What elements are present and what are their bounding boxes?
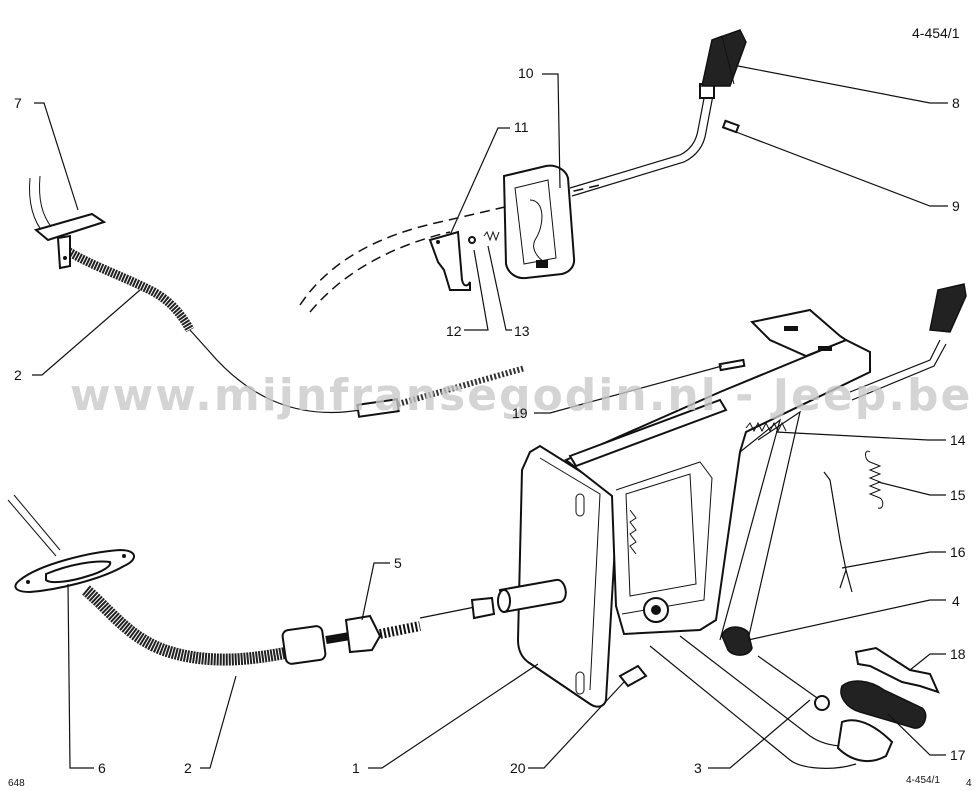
pedal-pin [757, 655, 830, 711]
figure-reference-top: 4-454/1 [912, 25, 960, 41]
small-spring [483, 230, 500, 242]
leader-lines [32, 65, 948, 769]
callout-9: 9 [952, 198, 960, 214]
spring-15 [865, 450, 884, 509]
lower-cable [7, 494, 496, 666]
callout-12: 12 [446, 323, 462, 339]
callout-8: 8 [952, 95, 960, 111]
watermark-text: www.mijnfransegodin.nl - Jeep.be [70, 370, 972, 421]
callout-4: 4 [952, 593, 960, 609]
bolt-19 [718, 358, 746, 372]
mounting-plate [502, 164, 576, 280]
hook-bracket [428, 230, 471, 291]
callout-11: 11 [514, 119, 529, 135]
callout-13: 13 [514, 323, 530, 339]
callout-1: 1 [352, 760, 360, 776]
frame-spring [745, 421, 787, 433]
corner-code: 648 [8, 778, 25, 789]
figure-reference-bottom: 4-454/1 [906, 775, 940, 786]
callout-18: 18 [950, 646, 966, 662]
callout-7: 7 [14, 95, 22, 111]
foot-pedal [649, 635, 894, 769]
floor-outline [299, 184, 601, 313]
callout-19: 19 [512, 405, 528, 421]
callout-20: 20 [510, 760, 526, 776]
callout-14: 14 [950, 432, 966, 448]
rubber-pad [840, 680, 927, 729]
callout-2-upper: 2 [14, 367, 22, 383]
callout-5: 5 [394, 555, 402, 571]
cable-bracket [33, 212, 107, 270]
pedal-bracket [497, 308, 871, 708]
pin [721, 119, 740, 134]
link-rod [823, 471, 853, 593]
callout-3: 3 [694, 760, 702, 776]
pad-clip [854, 646, 940, 694]
hand-lever [569, 29, 747, 197]
grommet-bracket [14, 548, 135, 594]
page-mark: 4 [966, 778, 972, 789]
ball [468, 236, 476, 244]
bolt-20 [618, 664, 648, 688]
callout-2-lower: 2 [184, 760, 192, 776]
callout-17: 17 [950, 747, 966, 763]
callout-6: 6 [98, 760, 106, 776]
callout-15: 15 [950, 487, 966, 503]
upper-lever [849, 283, 967, 401]
callout-labels: 7 10 11 8 9 12 13 2 19 14 15 16 5 4 18 1… [14, 65, 966, 776]
upper-cable [29, 175, 526, 418]
callout-16: 16 [950, 544, 966, 560]
callout-10: 10 [518, 65, 534, 81]
bushing [721, 626, 753, 656]
